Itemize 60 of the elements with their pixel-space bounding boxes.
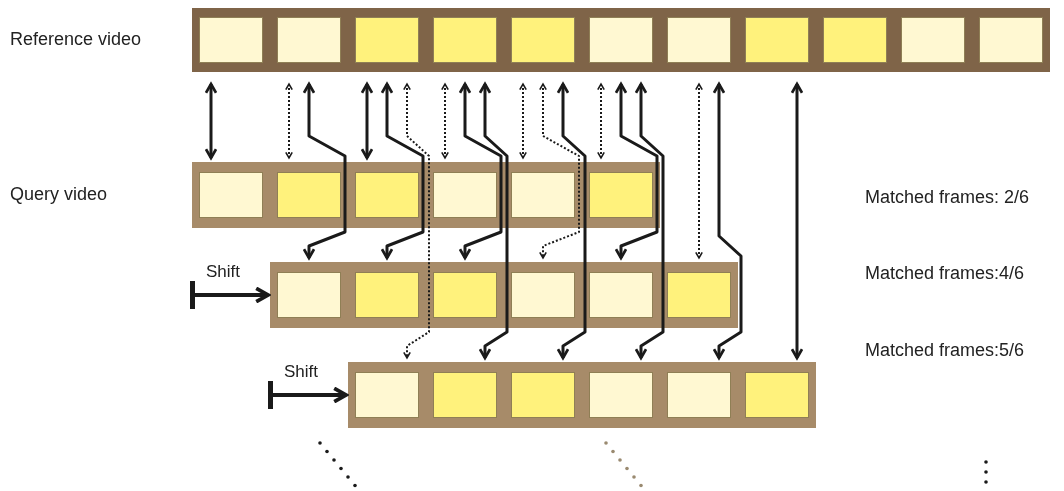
arrow <box>478 82 509 360</box>
dotted-arrow <box>441 83 449 159</box>
video-frame <box>355 272 419 318</box>
arrow <box>634 82 665 360</box>
video-frame <box>355 172 419 218</box>
shift-arrow <box>190 281 270 309</box>
video-frame <box>511 272 575 318</box>
arrow <box>712 82 743 360</box>
video-frame <box>355 17 419 63</box>
arrow <box>360 82 374 160</box>
film-strip <box>192 162 660 228</box>
video-frame <box>589 172 653 218</box>
arrow <box>204 82 218 160</box>
arrow <box>458 82 503 260</box>
arrow <box>556 82 587 360</box>
dotted-arrow <box>285 83 293 159</box>
video-frame <box>277 17 341 63</box>
dotted-arrow <box>519 83 527 159</box>
video-frame <box>979 17 1043 63</box>
video-frame <box>199 17 263 63</box>
video-frame <box>355 372 419 418</box>
video-frame <box>667 372 731 418</box>
video-frame <box>823 17 887 63</box>
film-strip <box>270 262 738 328</box>
video-frame <box>511 372 575 418</box>
video-frame <box>511 17 575 63</box>
video-frame <box>433 272 497 318</box>
video-frame <box>667 272 731 318</box>
strip-label: Reference video <box>10 29 142 50</box>
video-frame <box>433 17 497 63</box>
video-frame <box>277 272 341 318</box>
arrow <box>790 82 804 360</box>
arrow <box>380 82 425 260</box>
video-frame <box>433 172 497 218</box>
video-frame <box>745 372 809 418</box>
video-frame <box>901 17 965 63</box>
match-count-label: Matched frames:5/6 <box>865 340 1025 361</box>
video-frame <box>277 172 341 218</box>
video-frame <box>589 17 653 63</box>
dotted-arrow <box>695 83 703 259</box>
shift-arrow <box>268 381 348 409</box>
film-strip <box>192 8 1050 72</box>
video-frame <box>511 172 575 218</box>
dotted-arrow <box>539 83 580 259</box>
arrow <box>302 82 347 260</box>
arrow <box>614 82 659 260</box>
strip-label: Query video <box>10 184 108 205</box>
video-frame <box>589 272 653 318</box>
match-count-label: Matched frames:4/6 <box>865 263 1025 284</box>
edge-label: Shift <box>284 362 319 382</box>
video-frame <box>433 372 497 418</box>
video-frame <box>667 17 731 63</box>
edge-label: Shift <box>206 262 241 282</box>
dotted-arrow <box>597 83 605 159</box>
video-frame <box>199 172 263 218</box>
video-frame <box>745 17 809 63</box>
video-frame <box>589 372 653 418</box>
match-count-label: Matched frames: 2/6 <box>865 187 1030 208</box>
film-strip <box>348 362 816 428</box>
dotted-arrow <box>403 83 430 359</box>
